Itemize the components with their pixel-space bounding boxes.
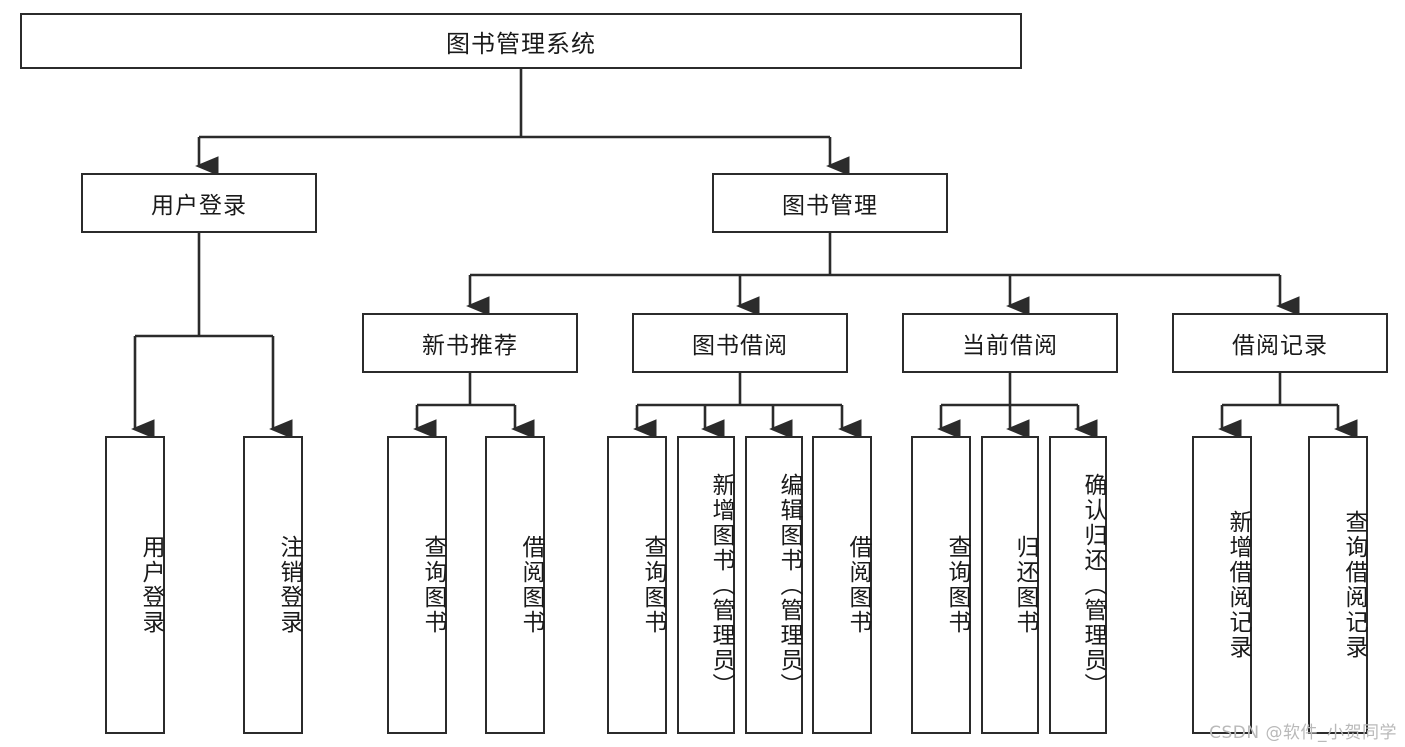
node-root-book-management-system[interactable]: 图书管理系统	[20, 13, 1022, 69]
leaf-label: 查询图书	[944, 535, 970, 635]
leaf-new-book-query-book[interactable]: 查询图书	[387, 436, 447, 734]
leaf-borrow-record-query-record[interactable]: 查询借阅记录	[1308, 436, 1368, 734]
leaf-label: 查询图书	[420, 535, 446, 635]
leaf-label: 新增图书（管理员）	[708, 472, 734, 698]
leaf-user-login-signout[interactable]: 注销登录	[243, 436, 303, 734]
leaf-label: 查询图书	[640, 535, 666, 635]
node-book-borrow[interactable]: 图书借阅	[632, 313, 848, 373]
leaf-label: 注销登录	[276, 535, 302, 635]
leaf-label: 新增借阅记录	[1225, 510, 1251, 660]
leaf-label: 用户登录	[138, 535, 164, 635]
leaf-label: 查询借阅记录	[1341, 510, 1367, 660]
leaf-current-borrow-query-book[interactable]: 查询图书	[911, 436, 971, 734]
node-book-management[interactable]: 图书管理	[712, 173, 948, 233]
leaf-user-login-signin[interactable]: 用户登录	[105, 436, 165, 734]
leaf-book-borrow-borrow-book[interactable]: 借阅图书	[812, 436, 872, 734]
leaf-book-borrow-edit-book-admin[interactable]: 编辑图书（管理员）	[745, 436, 803, 734]
leaf-label: 归还图书	[1012, 535, 1038, 635]
leaf-label: 借阅图书	[518, 535, 544, 635]
node-new-book-recommend[interactable]: 新书推荐	[362, 313, 578, 373]
leaf-current-borrow-confirm-return-admin[interactable]: 确认归还（管理员）	[1049, 436, 1107, 734]
leaf-new-book-borrow-book[interactable]: 借阅图书	[485, 436, 545, 734]
leaf-label: 编辑图书（管理员）	[776, 472, 802, 698]
node-user-login[interactable]: 用户登录	[81, 173, 317, 233]
leaf-current-borrow-return-book[interactable]: 归还图书	[981, 436, 1039, 734]
leaf-borrow-record-add-record[interactable]: 新增借阅记录	[1192, 436, 1252, 734]
node-borrow-record[interactable]: 借阅记录	[1172, 313, 1388, 373]
leaf-book-borrow-add-book-admin[interactable]: 新增图书（管理员）	[677, 436, 735, 734]
leaf-label: 确认归还（管理员）	[1080, 472, 1106, 698]
leaf-book-borrow-query-book[interactable]: 查询图书	[607, 436, 667, 734]
leaf-label: 借阅图书	[845, 535, 871, 635]
csdn-watermark: CSDN @软件_小贺同学	[1209, 723, 1397, 743]
node-current-borrow[interactable]: 当前借阅	[902, 313, 1118, 373]
